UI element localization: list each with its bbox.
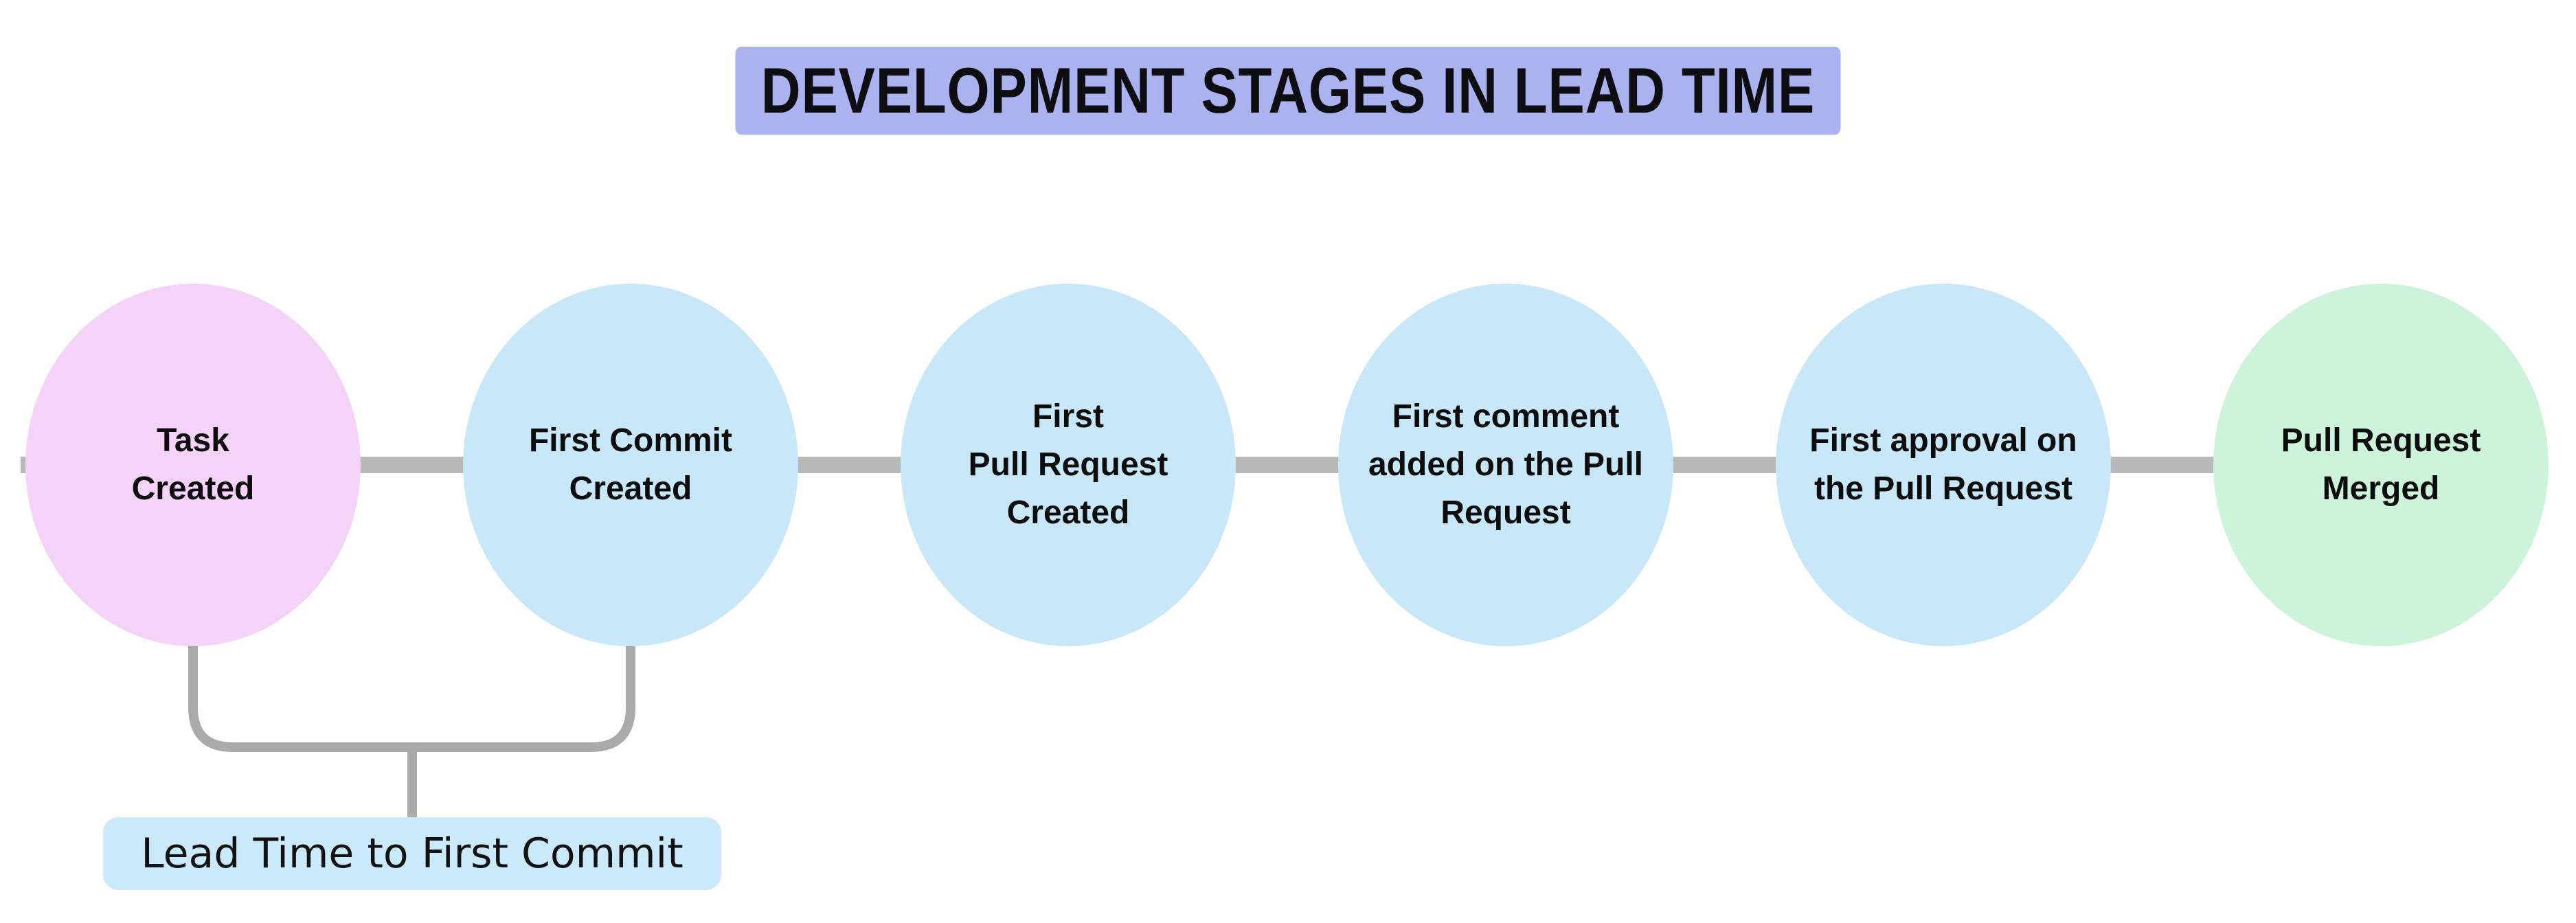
- lead-time-annotation-label: Lead Time to First Commit: [141, 830, 683, 878]
- stage-label-line: First Commit: [528, 422, 732, 459]
- diagram-title: DEVELOPMENT STAGES IN LEAD TIME: [735, 47, 1841, 135]
- stage-label-line: Request: [1440, 494, 1571, 531]
- stage-circle-first-pull-request: First Pull Request Created: [901, 284, 1236, 646]
- stage-circle-first-approval: First approval on the Pull Request: [1776, 284, 2111, 646]
- stage-label-line: Pull Request: [968, 446, 1168, 483]
- stage-label-line: Pull Request: [2281, 422, 2481, 459]
- stage-label-line: added on the Pull: [1368, 446, 1643, 483]
- stage-label-line: First: [1032, 398, 1104, 435]
- stage-circle-first-comment: First comment added on the Pull Request: [1338, 284, 1673, 646]
- stage-label-line: First comment: [1392, 398, 1620, 435]
- stage-label-line: Merged: [2322, 470, 2440, 507]
- stage-circle-first-commit: First Commit Created: [463, 284, 798, 646]
- stage-label-line: Created: [569, 470, 692, 507]
- stage-label-line: the Pull Request: [1814, 470, 2073, 507]
- stage-label-line: Created: [131, 470, 255, 507]
- stage-circle-task-created: Task Created: [25, 284, 361, 646]
- stage-circle-pr-merged: Pull Request Merged: [2213, 284, 2549, 646]
- stage-label-line: Task: [157, 422, 229, 459]
- lead-time-annotation-box: Lead Time to First Commit: [103, 817, 721, 890]
- stage-label-line: First approval on: [1809, 422, 2077, 459]
- bracket-curve: [188, 632, 635, 752]
- stage-label-line: Created: [1006, 494, 1130, 531]
